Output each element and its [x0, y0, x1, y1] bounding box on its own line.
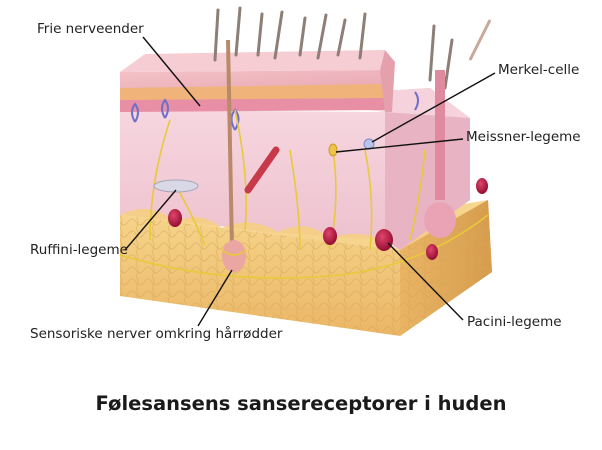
hair-shafts	[213, 6, 454, 90]
diagram-title: Følesansens sansereceptorer i huden	[95, 392, 507, 415]
hair-follicle-right	[424, 19, 492, 238]
label-merkel-cell: Merkel-celle	[498, 62, 580, 78]
hair-follicle	[221, 39, 247, 272]
meissner-corpuscle	[328, 143, 338, 157]
ruffini-corpuscle	[153, 179, 199, 193]
label-free-nerve-endings: Frie nerveender	[37, 21, 144, 37]
merkel-cell	[363, 138, 375, 150]
pointer-lines	[124, 36, 496, 327]
label-meissner-corpuscle: Meissner-legeme	[466, 129, 581, 145]
pacini-corpuscles	[168, 178, 488, 260]
label-hair-root-nerves: Sensoriske nerver omkring hårrødder	[30, 326, 283, 342]
label-ruffini-corpuscle: Ruffini-legeme	[30, 242, 128, 258]
arrector-pili-muscle	[244, 146, 280, 194]
nerve-fibers	[119, 109, 489, 279]
label-pacini-corpuscle: Pacini-legeme	[467, 314, 562, 330]
